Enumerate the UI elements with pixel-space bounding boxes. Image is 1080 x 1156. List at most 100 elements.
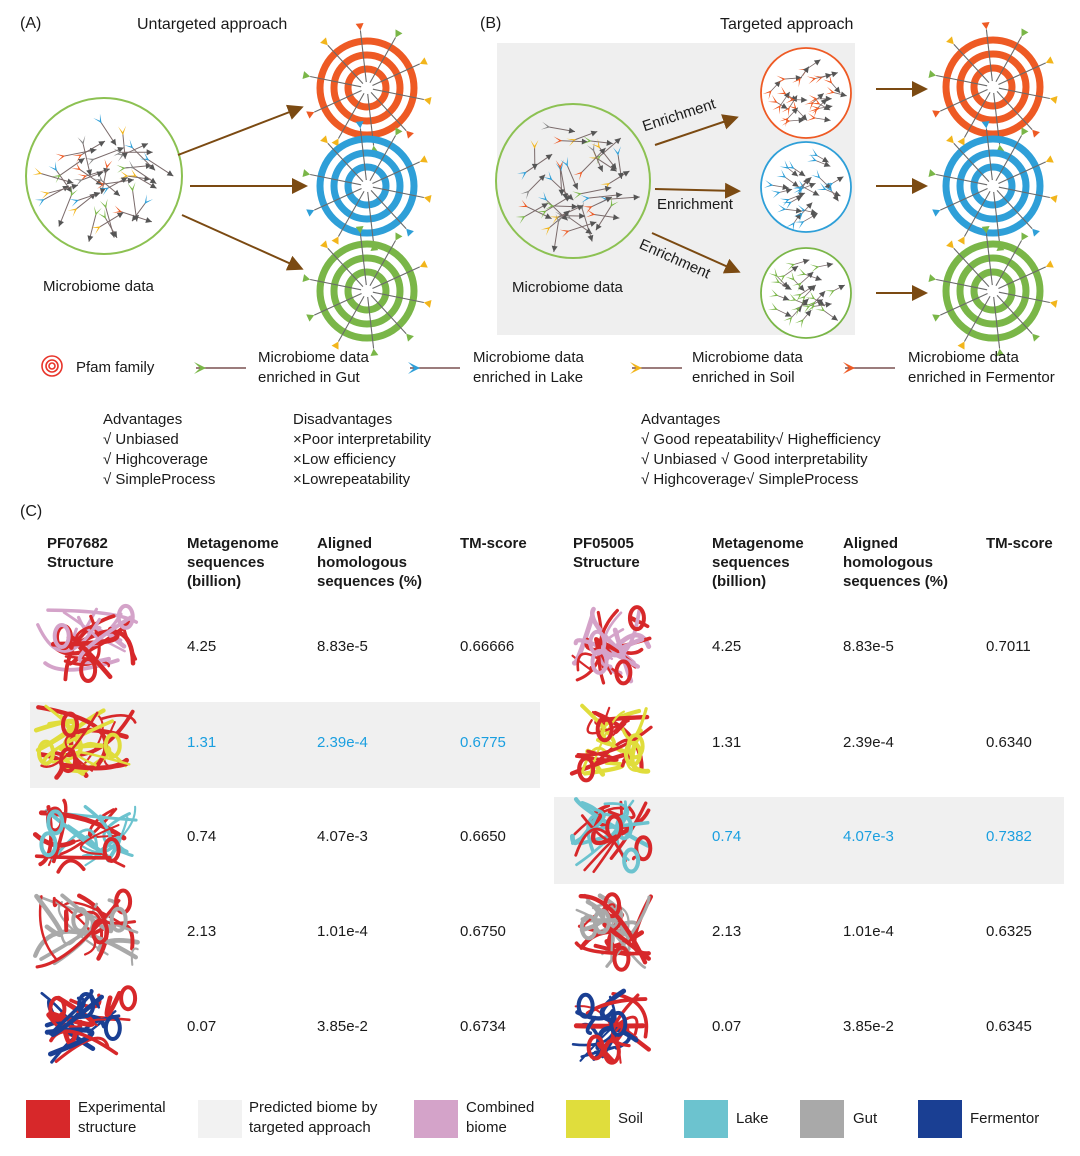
target-arrow [370,92,407,132]
protein-strand [574,941,645,956]
target-arrow-fletch [331,138,339,147]
target-arrow-fletch [423,194,432,203]
target-arrow [369,240,397,287]
data-arrow-fletch [776,75,786,84]
table1-row2-aligned: 2.39e-4 [317,734,368,751]
data-arrow-head [121,152,128,159]
target-arrow [936,74,988,87]
protein-strand [104,990,122,1018]
data-arrow-fletch [72,154,83,163]
protein-strand [570,808,606,845]
protein-helix [592,908,611,935]
protein-helix [103,1015,122,1042]
data-arrow-fletch [90,226,101,235]
data-arrow-fletch [72,178,83,187]
protein-strand [576,652,623,679]
data-arrow-head [782,295,790,301]
target-arrow [998,291,1050,304]
data-arrow-fletch [763,179,774,188]
data-arrow-head [791,266,799,272]
data-arrow-head [633,194,640,201]
data-arrow-head [792,180,799,187]
data-arrow-head [93,191,101,198]
data-arrow-head [791,107,798,115]
target-arrow [995,240,1023,287]
data-arrow-head [802,66,809,74]
data-arrow-fletch [792,293,802,303]
table1-row5-tm: 0.6734 [460,1018,506,1035]
protein-strand [79,824,120,856]
data-arrow-fletch [576,200,584,211]
targeted-arrow-middle [654,182,741,199]
microbiome-data-label-a: Microbiome data [43,278,154,295]
target-arrow [337,92,365,139]
data-arrow-head [784,284,792,290]
data-arrow-head [563,210,570,217]
data-arrow-fletch [543,171,553,181]
target-arrow [936,173,988,186]
protein-helix [634,835,653,862]
pfam-target-lake-a [302,120,432,252]
target-arrow-fletch [406,130,414,139]
data-arrow-head [798,170,806,177]
target-arrow-fletch [1021,28,1029,37]
protein-strand [602,802,630,845]
protein-helix [79,656,98,683]
target-arrow [367,296,375,349]
target-arrow-fletch [306,314,315,322]
data-arrow-head [800,114,808,121]
target-arrow [337,190,365,237]
table1-header-tm-score: TM-score [460,535,527,552]
data-arrow-fletch [810,105,821,114]
table2-header-sequences: Metagenome sequences (billion) [712,535,804,590]
data-arrow-fletch [97,209,106,219]
table1-row4-tm: 0.6750 [460,923,506,940]
target-arrow [998,87,1050,100]
data-arrow-fletch [792,185,802,195]
data-arrow-fletch [572,191,582,200]
protein-strand [36,617,102,653]
protein-helix [52,623,71,650]
data-arrow-fletch [520,190,530,200]
data-arrow-head [166,170,174,177]
data-arrow-fletch [792,282,802,292]
target-arrow-fletch [957,341,965,350]
target-arrow-fletch [957,137,965,146]
protein-strand [35,899,121,969]
data-arrow-fletch [793,212,803,222]
target-arrow-fletch [395,29,403,38]
data-arrow-fletch [586,142,595,152]
table2-row5-aligned: 3.85e-2 [843,1018,894,1035]
legend-soil: Microbiome data enriched in Soil [692,349,803,386]
data-arrow-head [141,143,149,149]
data-arrow-fletch [792,77,801,88]
protein-strand [62,901,127,928]
data-arrow-head [795,75,802,82]
table2-row1-tm: 0.7011 [986,638,1031,655]
data-arrow-fletch [786,222,795,232]
protein-helix [605,814,624,841]
data-arrow-fletch [113,148,123,157]
legend-swatch-fermentor [918,1100,962,1138]
ring [316,37,418,139]
target-arrow-fletch [1045,260,1054,268]
untargeted-advantages: Advantages √ Unbiased √ Highcoverage √ S… [103,411,216,488]
data-arrow-head [145,163,152,170]
protein-helix [577,756,596,783]
protein-helix [77,991,96,1018]
protein-helix [627,605,646,632]
data-arrow-fletch [779,117,789,127]
data-arrow-head [823,104,831,111]
data-arrow-fletch [772,104,781,115]
data-arrow-fletch [70,186,78,197]
data-arrow-fletch [610,197,619,208]
target-arrow [985,29,993,82]
enriched-circle-border [760,247,852,339]
target-arrow-fletch [1049,95,1058,104]
data-arrow-head [612,214,620,221]
target-arrow [327,247,364,287]
data-arrow-head [784,311,792,317]
data-arrow-head [802,298,809,305]
protein-strand [614,1015,639,1036]
legend-arrow-fletch [630,362,642,374]
